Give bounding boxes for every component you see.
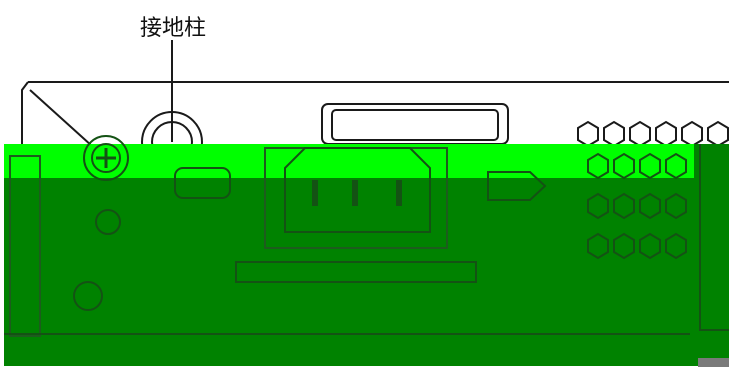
panel-vent-icon [587, 152, 687, 260]
ground-terminal-label: 接地柱 [139, 16, 206, 41]
ground-screw-icon [83, 135, 129, 181]
fuse-holder [487, 171, 547, 201]
device-bevel-line [29, 89, 93, 147]
lower-rail [235, 261, 477, 283]
lower-screw-hole-icon [73, 281, 103, 311]
corner-block [698, 358, 729, 367]
switch-knob [174, 167, 231, 199]
left-bracket [9, 155, 41, 337]
handle-inner-frame [331, 109, 499, 141]
iec-power-socket-icon [284, 147, 431, 233]
screw-hole-icon [95, 209, 121, 235]
right-frame [699, 144, 729, 331]
device-left-edge [21, 81, 29, 150]
device-front-panel [4, 144, 729, 366]
top-vent-icon [577, 120, 729, 148]
